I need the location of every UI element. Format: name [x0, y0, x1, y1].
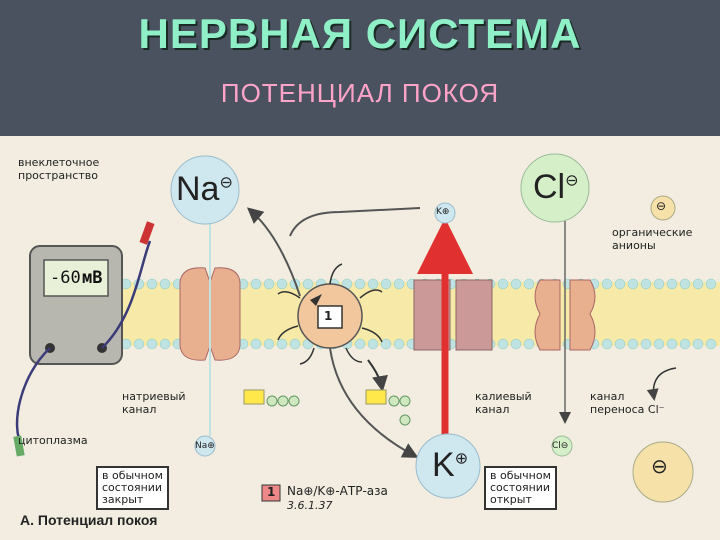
potassium-channel-label: калиевый канал: [475, 390, 532, 416]
chloride-ion-small: [551, 435, 573, 457]
organic-anion-large-symbol: ⊖: [651, 454, 668, 478]
lipid-head: [263, 338, 275, 350]
lipid-head: [705, 278, 717, 290]
lipid-head: [380, 278, 392, 290]
lipid-head: [666, 338, 678, 350]
chloride-ion-symbol: Cl⊖: [533, 168, 579, 206]
chloride-channel-label: канал переноса Cl⁻: [590, 390, 665, 416]
extracellular-label: внеклеточное пространство: [18, 156, 100, 182]
na-k-atpase-pump: [277, 263, 383, 365]
lipid-head: [627, 278, 639, 290]
lipid-head: [679, 338, 691, 350]
lipid-head: [276, 278, 288, 290]
voltmeter-value: -60: [50, 268, 81, 288]
resting-potential-figure: внеклеточное пространство цитоплазма нат…: [0, 136, 720, 540]
lipid-head: [640, 338, 652, 350]
lipid-head: [393, 338, 405, 350]
chloride-ion-small-symbol: Cl⊖: [552, 441, 569, 451]
lipid-head: [367, 278, 379, 290]
sodium-channel: [179, 200, 241, 436]
organic-anion-small: [650, 195, 676, 221]
legend-swatch: [261, 484, 281, 502]
pump-number: 1: [324, 309, 333, 323]
lipid-head: [250, 278, 262, 290]
potassium-channel-state-callout: в обычном состоянии открыт: [484, 466, 557, 510]
organic-anion-large: [632, 441, 694, 503]
lipid-head: [705, 338, 717, 350]
lipid-head: [354, 338, 366, 350]
atp-molecule: [243, 389, 300, 407]
legend-ref: 3.6.1.37: [287, 499, 333, 512]
lipid-head: [367, 338, 379, 350]
lipid-head: [523, 278, 535, 290]
lipid-head: [289, 338, 301, 350]
potassium-ion-small: [434, 202, 456, 224]
sodium-ion-symbol: Na⊖: [176, 170, 233, 208]
lipid-head: [666, 278, 678, 290]
lipid-head: [614, 278, 626, 290]
figure-caption: А. Потенциал покоя: [20, 512, 158, 528]
lipid-head: [302, 278, 314, 290]
potassium-ion-inside: [415, 433, 481, 499]
chloride-channel: [534, 216, 596, 424]
slide-title: НЕРВНАЯ СИСТЕМА: [138, 10, 582, 57]
sodium-channel-state-callout: в обычном состоянии закрыт: [96, 466, 169, 510]
lipid-head: [250, 338, 262, 350]
lipid-head: [159, 278, 171, 290]
lipid-head: [523, 338, 535, 350]
lipid-head: [276, 338, 288, 350]
legend-number: 1: [267, 485, 276, 499]
lipid-head: [497, 278, 509, 290]
lipid-head: [510, 338, 522, 350]
lipid-head: [133, 338, 145, 350]
slide-subtitle: ПОТЕНЦИАЛ ПОКОЯ: [220, 78, 500, 108]
sodium-ion-small-symbol: Na⊕: [195, 441, 215, 451]
figure-drawing: [13, 153, 720, 503]
sodium-ion-outside: [170, 155, 240, 225]
cytoplasm-label: цитоплазма: [18, 434, 88, 447]
chloride-ion-outside: [520, 153, 590, 223]
lipid-head: [263, 278, 275, 290]
legend-text: Na⊕/K⊕-АТР-аза: [287, 484, 388, 498]
organic-anion-small-symbol: ⊖: [656, 199, 667, 213]
lipid-head: [393, 278, 405, 290]
sodium-ion-small: [194, 435, 216, 457]
lipid-head: [497, 338, 509, 350]
lipid-head: [614, 338, 626, 350]
lipid-head: [146, 338, 158, 350]
voltmeter: [13, 221, 155, 457]
lipid-head: [380, 338, 392, 350]
lipid-head: [601, 278, 613, 290]
lipid-head: [354, 278, 366, 290]
lipid-head: [146, 278, 158, 290]
potassium-ion-symbol: K⊕: [432, 446, 469, 484]
lipid-head: [627, 338, 639, 350]
lipid-head: [679, 278, 691, 290]
lipid-head: [653, 278, 665, 290]
organic-anions-label: органические анионы: [612, 226, 693, 252]
potassium-ion-small-symbol: K⊕: [436, 207, 450, 217]
lipid-head: [692, 338, 704, 350]
lipid-head: [692, 278, 704, 290]
lipid-head: [159, 338, 171, 350]
lipid-head: [510, 278, 522, 290]
sodium-channel-label: натриевый канал: [122, 390, 186, 416]
voltmeter-unit: мВ: [82, 268, 103, 288]
adp-molecule: [365, 389, 411, 426]
lipid-head: [640, 278, 652, 290]
lipid-head: [601, 338, 613, 350]
lipid-head: [653, 338, 665, 350]
